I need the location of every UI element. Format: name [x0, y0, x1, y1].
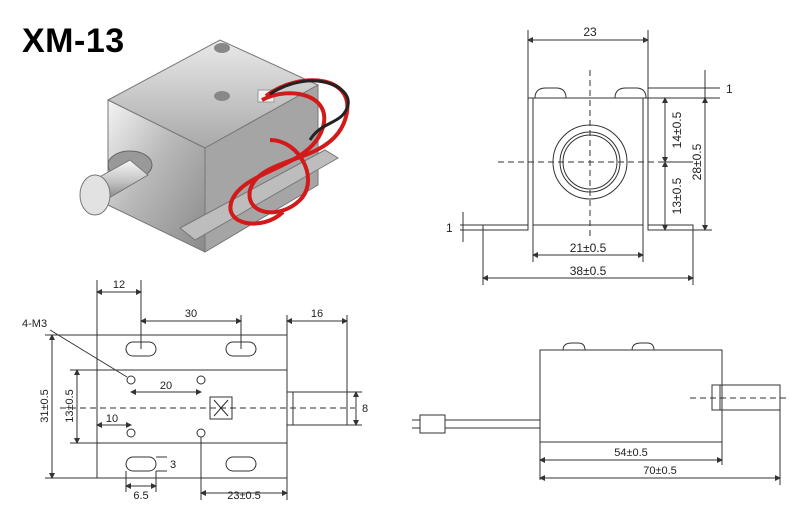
dim-top-bottom-length: 23±0.5 [227, 490, 261, 502]
dim-top-hole-spacing: 20 [160, 380, 172, 392]
dim-top-inner-height: 13±0.5 [64, 389, 76, 423]
model-title: XM-13 [22, 22, 125, 60]
front-view [460, 30, 720, 285]
dim-top-hole-offset: 10 [106, 413, 118, 425]
dim-top-edge-offset: 12 [113, 279, 125, 291]
dim-front-lower: 13±0.5 [670, 177, 684, 214]
dim-front-height: 28±0.5 [690, 143, 704, 180]
dim-top-plunger-dia: 8 [362, 403, 368, 415]
dim-front-width: 23 [583, 25, 597, 39]
label-thread: 4-M3 [22, 318, 47, 330]
dim-top-slot-spacing: 30 [185, 308, 197, 320]
side-view [412, 342, 790, 485]
dim-front-total-width: 38±0.5 [570, 264, 607, 278]
dim-side-body-length: 54±0.5 [614, 447, 648, 459]
dim-front-flange: 1 [446, 221, 453, 235]
dim-top-bottom-offset: 6.5 [133, 490, 148, 502]
product-illustration [79, 39, 350, 253]
dim-front-inner-width: 21±0.5 [570, 241, 607, 255]
dim-top-slot-width: 3 [170, 459, 176, 471]
dim-front-upper: 14±0.5 [670, 111, 684, 148]
top-view [45, 280, 362, 500]
dim-top-total-height: 31±0.5 [39, 389, 51, 423]
dim-top-plunger-length: 16 [311, 308, 323, 320]
dim-front-tab-gap: 1 [726, 82, 733, 96]
dim-side-total-length: 70±0.5 [643, 465, 677, 477]
